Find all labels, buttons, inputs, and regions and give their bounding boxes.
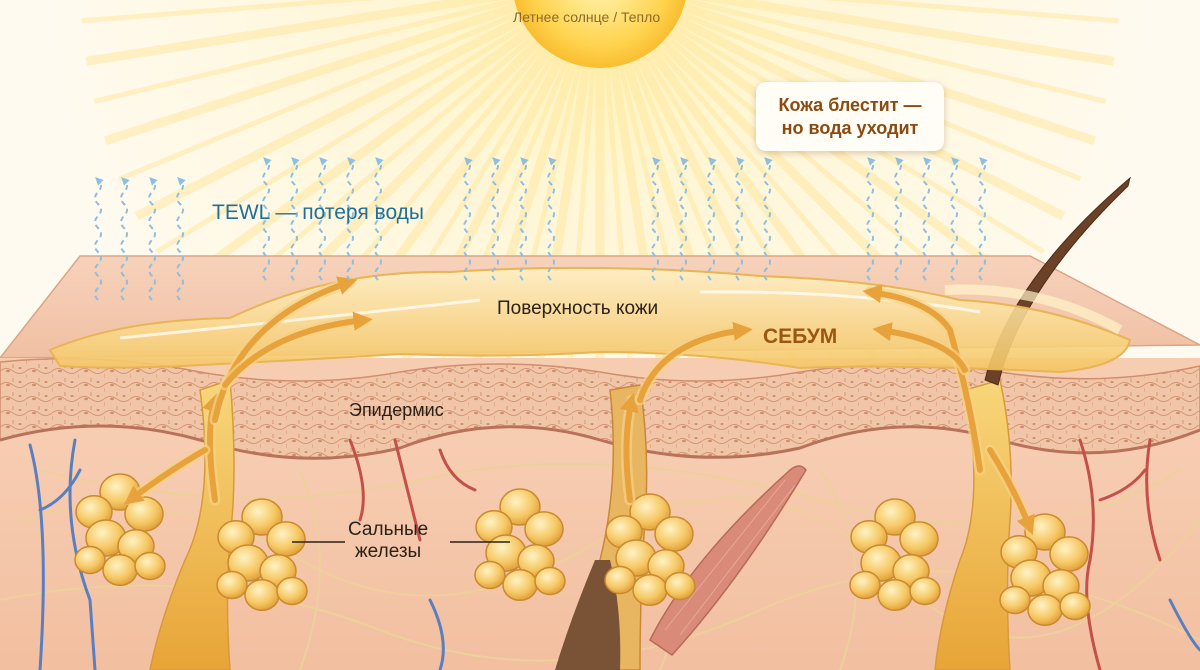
sebaceous-gland-icon — [525, 512, 563, 546]
sebaceous-gland-icon — [1050, 537, 1088, 571]
sebaceous-gland-icon — [75, 547, 105, 574]
epidermis-label: Эпидермис — [349, 400, 444, 421]
sebaceous-gland-icon — [878, 580, 912, 611]
sebaceous-gland-icon — [605, 567, 635, 594]
sebaceous-gland-icon — [900, 522, 938, 556]
sebaceous-gland-icon — [103, 555, 137, 586]
sebaceous-gland-icon — [135, 553, 165, 580]
sebaceous-gland-icon — [217, 572, 247, 599]
sun-caption: Летнее солнце / Тепло — [513, 9, 660, 25]
sebum-label: СЕБУМ — [763, 325, 837, 349]
sebaceous-gland-icon — [665, 573, 695, 600]
sebaceous-gland-icon — [655, 517, 693, 551]
sebaceous-gland-icon — [277, 578, 307, 605]
glands-label-line2: железы — [348, 541, 428, 563]
sebaceous-gland-icon — [535, 568, 565, 595]
sebaceous-gland-icon — [1000, 587, 1030, 614]
tewl-label: TEWL — потеря воды — [212, 201, 424, 225]
sebaceous-gland-icon — [245, 580, 279, 611]
callout-line1: Кожа блестит — — [756, 94, 944, 117]
sebaceous-glands-label: Сальные железы — [348, 519, 428, 563]
callout-line2: но вода уходит — [756, 117, 944, 140]
sebaceous-gland-icon — [475, 562, 505, 589]
sebaceous-gland-icon — [1028, 595, 1062, 626]
sebaceous-gland-icon — [1060, 593, 1090, 620]
skin-surface-label: Поверхность кожи — [497, 298, 658, 320]
sebaceous-gland-icon — [503, 570, 537, 601]
sebaceous-gland-icon — [267, 522, 305, 556]
sebaceous-gland-icon — [910, 578, 940, 605]
glands-label-line1: Сальные — [348, 519, 428, 541]
sebaceous-gland-icon — [633, 575, 667, 606]
shine-callout: Кожа блестит — но вода уходит — [756, 82, 944, 151]
sebaceous-gland-icon — [850, 572, 880, 599]
